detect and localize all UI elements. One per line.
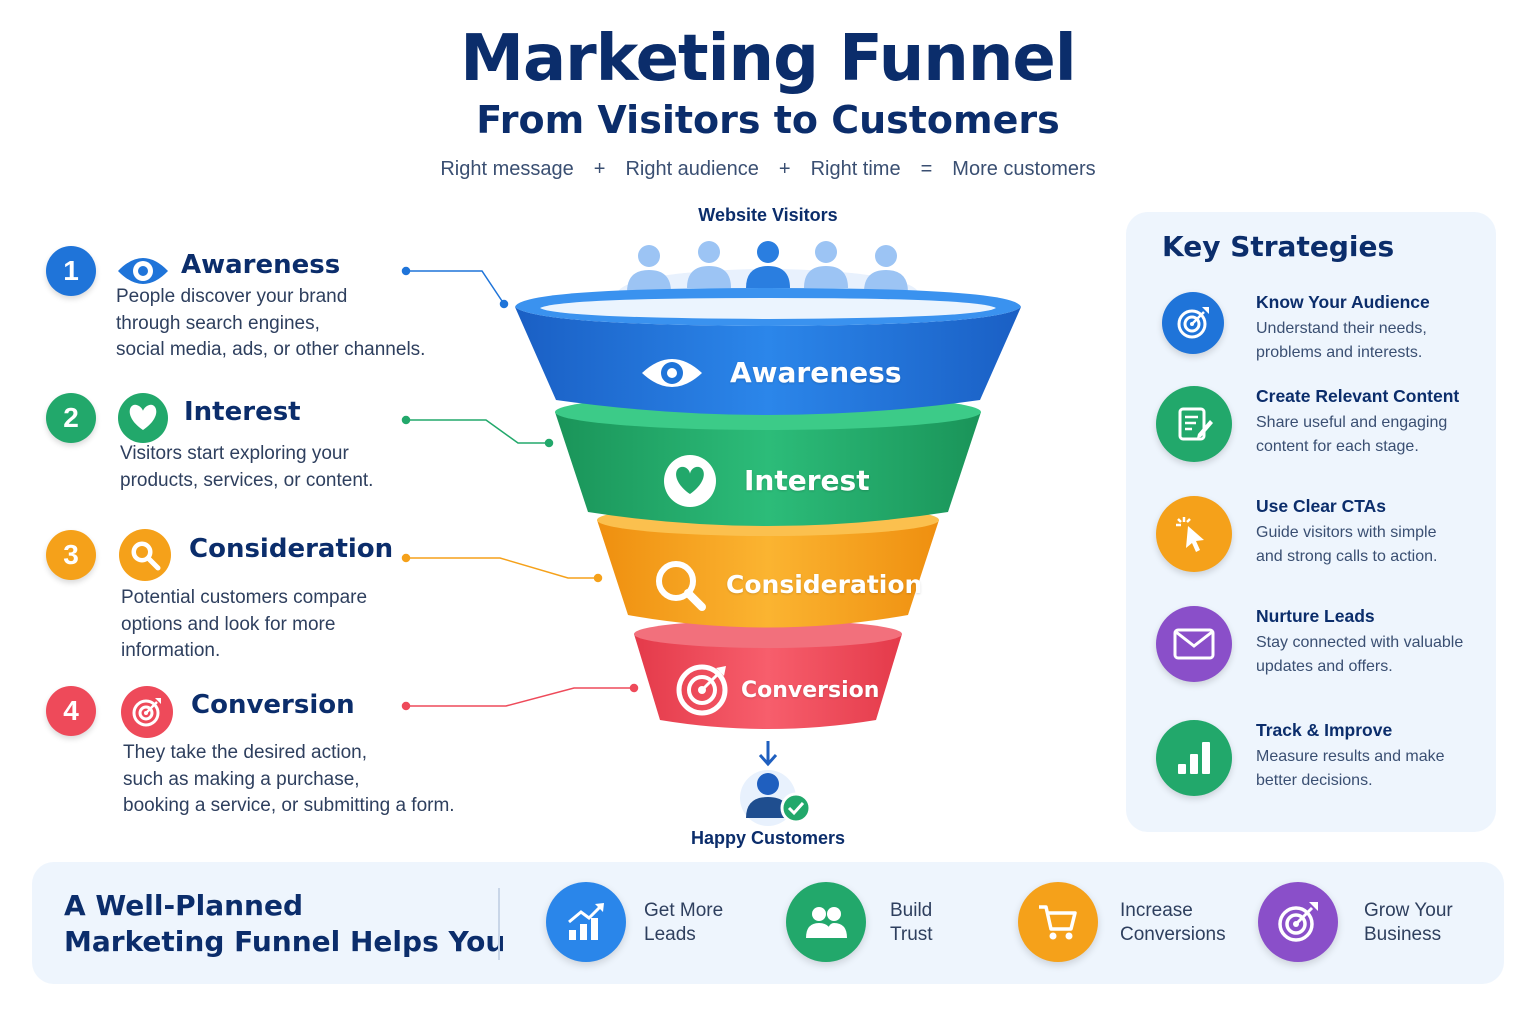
- cart-icon: [1018, 882, 1098, 962]
- funnel-bottom-label: Happy Customers: [690, 828, 846, 848]
- stage-description: People discover your brand through searc…: [116, 286, 426, 360]
- strategy-clear-ctas: Use Clear CTAs Guide visitors with simpl…: [1156, 496, 1486, 576]
- funnel-label-consideration: Consideration: [726, 570, 923, 599]
- growth-chart-icon: [546, 882, 626, 962]
- stage-awareness: 1 Awareness People discover your brand t…: [46, 246, 466, 366]
- stage-title: Interest: [184, 397, 301, 427]
- formula-part-time: Right time: [810, 158, 901, 180]
- benefit-label: Increase Conversions: [1120, 900, 1226, 945]
- stage-title: Consideration: [189, 534, 394, 564]
- target-icon: [1258, 882, 1338, 962]
- cursor-click-icon: [1156, 496, 1232, 572]
- strategy-description: Share useful and engaging content for ea…: [1256, 414, 1448, 455]
- eye-icon: [116, 244, 170, 298]
- formula-plus: +: [778, 158, 791, 180]
- connector-awareness: [401, 266, 509, 309]
- strategy-relevant-content: Create Relevant Content Share useful and…: [1156, 386, 1486, 466]
- stage-description: Potential customers compare options and …: [121, 587, 368, 661]
- target-icon: [1162, 292, 1224, 354]
- stage-description: Visitors start exploring your products, …: [120, 443, 374, 491]
- funnel-layer-conversion: [634, 620, 902, 729]
- heart-icon: [118, 393, 168, 443]
- page-subtitle: From Visitors to Customers: [476, 98, 1060, 142]
- strategy-description: Stay connected with valuable updates and…: [1256, 634, 1464, 675]
- magnifier-icon: [119, 529, 171, 581]
- down-arrow-icon: [758, 741, 778, 767]
- target-icon: [121, 686, 173, 738]
- strategy-description: Understand their needs, problems and int…: [1256, 320, 1427, 361]
- strategy-description: Guide visitors with simple and strong ca…: [1256, 524, 1438, 565]
- stage-number: 4: [46, 686, 96, 736]
- funnel-label-conversion: Conversion: [741, 678, 880, 703]
- formula-equals: =: [920, 158, 933, 180]
- strategy-know-audience: Know Your Audience Understand their need…: [1156, 292, 1486, 362]
- happy-customer-icon: [740, 770, 812, 826]
- connector-conversion: [401, 683, 639, 711]
- strategy-title: Create Relevant Content: [1256, 386, 1460, 406]
- strategy-description: Measure results and make better decision…: [1256, 748, 1445, 789]
- stage-number: 2: [46, 393, 96, 443]
- connector-consideration: [401, 553, 603, 583]
- funnel-layer-awareness: [515, 288, 1021, 415]
- stage-conversion: 4 Conversion They take the desired actio…: [46, 686, 466, 821]
- heart-icon: [664, 455, 716, 507]
- formula-part-message: Right message: [440, 158, 574, 180]
- strategy-track-improve: Track & Improve Measure results and make…: [1156, 720, 1486, 800]
- benefit-label: Build Trust: [890, 900, 933, 945]
- benefits-title: A Well-Planned Marketing Funnel Helps Yo…: [64, 889, 506, 958]
- users-icon: [786, 882, 866, 962]
- key-strategies-panel: Key Strategies Know Your Audience Unders…: [1126, 212, 1496, 832]
- formula-line: Right message + Right audience + Right time =…: [0, 158, 1536, 181]
- funnel-label-awareness: Awareness: [730, 356, 902, 389]
- stage-title: Conversion: [191, 690, 355, 720]
- document-edit-icon: [1156, 386, 1232, 462]
- strategy-title: Nurture Leads: [1256, 606, 1375, 626]
- bar-chart-icon: [1156, 720, 1232, 796]
- strategy-nurture-leads: Nurture Leads Stay connected with valuab…: [1156, 606, 1486, 686]
- stage-title: Awareness: [181, 250, 341, 280]
- benefit-label: Get More Leads: [644, 900, 724, 945]
- key-strategies-title: Key Strategies: [1162, 230, 1395, 263]
- benefit-label: Grow Your Business: [1364, 900, 1453, 945]
- page-title: Marketing Funnel: [460, 22, 1076, 96]
- stage-interest: 2 Interest Visitors start exploring your…: [46, 393, 466, 493]
- stage-number: 1: [46, 246, 96, 296]
- strategy-title: Use Clear CTAs: [1256, 496, 1387, 516]
- connector-interest: [401, 415, 554, 448]
- strategy-title: Track & Improve: [1256, 720, 1393, 740]
- stage-consideration: 3 Consideration Potential customers comp…: [46, 529, 466, 661]
- funnel-label-interest: Interest: [744, 464, 870, 497]
- stage-description: They take the desired action, such as ma…: [123, 742, 455, 816]
- magnifier-icon: [656, 561, 706, 611]
- funnel-top-label: Website Visitors: [698, 205, 838, 225]
- stage-number: 3: [46, 530, 96, 580]
- benefits-divider: [498, 888, 500, 960]
- eye-icon: [642, 359, 702, 387]
- envelope-icon: [1156, 606, 1232, 682]
- benefits-bar: A Well-Planned Marketing Funnel Helps Yo…: [32, 862, 1504, 984]
- target-icon: [676, 664, 728, 716]
- strategy-title: Know Your Audience: [1256, 292, 1430, 312]
- formula-plus: +: [593, 158, 606, 180]
- formula-part-audience: Right audience: [625, 158, 759, 180]
- formula-result: More customers: [952, 158, 1096, 180]
